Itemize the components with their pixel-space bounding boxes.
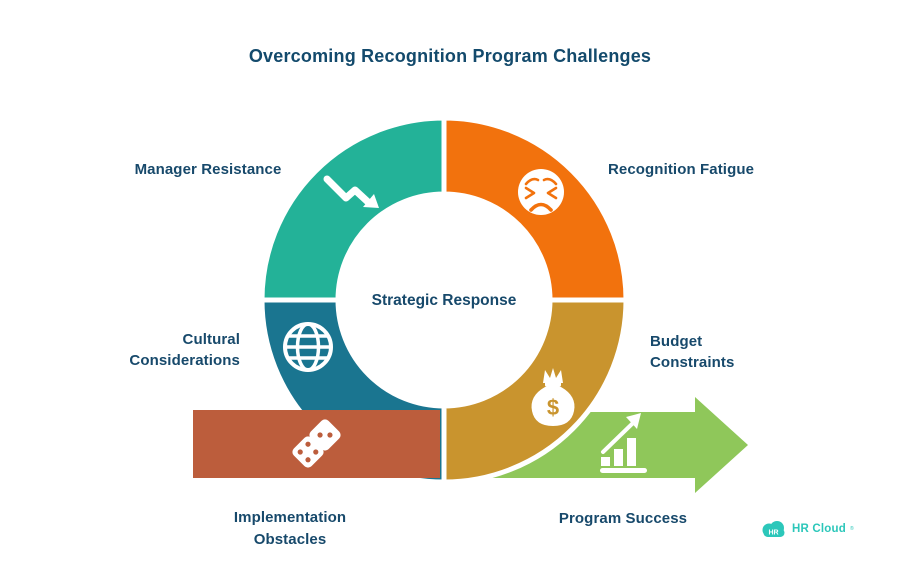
label-manager-resistance: Manager Resistance: [134, 161, 282, 178]
money-bag-icon: $: [531, 368, 575, 426]
label-cultural-considerations: Cultural Considerations: [90, 329, 240, 371]
segment-budget-constraints: [441, 297, 629, 485]
label-implementation-obstacles: Implementation Obstacles: [190, 507, 390, 551]
weary-face-icon: [518, 169, 564, 215]
label-line: Constraints: [650, 354, 735, 371]
label-line: Considerations: [129, 352, 240, 369]
segment-manager-resistance: [259, 115, 447, 303]
label-line: Cultural: [182, 331, 240, 348]
hr-cloud-badge-icon: HR: [762, 521, 785, 537]
label-budget-constraints: Budget Constraints: [650, 331, 800, 373]
label-program-success: Program Success: [558, 510, 688, 527]
dollar-sign: $: [547, 395, 559, 420]
label-line: Obstacles: [253, 531, 327, 548]
logo-badge-text: HR: [768, 530, 778, 537]
label-line: Budget: [650, 333, 703, 350]
center-label: Strategic Response: [371, 292, 517, 309]
globe-icon: [283, 322, 333, 372]
logo-wordmark: HR Cloud: [792, 523, 846, 535]
rising-bar-chart-icon: [600, 413, 647, 473]
trend-down-arrow-icon: [323, 175, 379, 208]
hr-cloud-logo: HR HR Cloud®: [760, 519, 854, 539]
logo-trademark: ®: [849, 526, 854, 532]
label-recognition-fatigue: Recognition Fatigue: [607, 161, 755, 178]
page-title: Overcoming Recognition Program Challenge…: [248, 46, 652, 66]
dominoes-icon: [292, 419, 341, 468]
label-line: Implementation: [233, 509, 347, 526]
